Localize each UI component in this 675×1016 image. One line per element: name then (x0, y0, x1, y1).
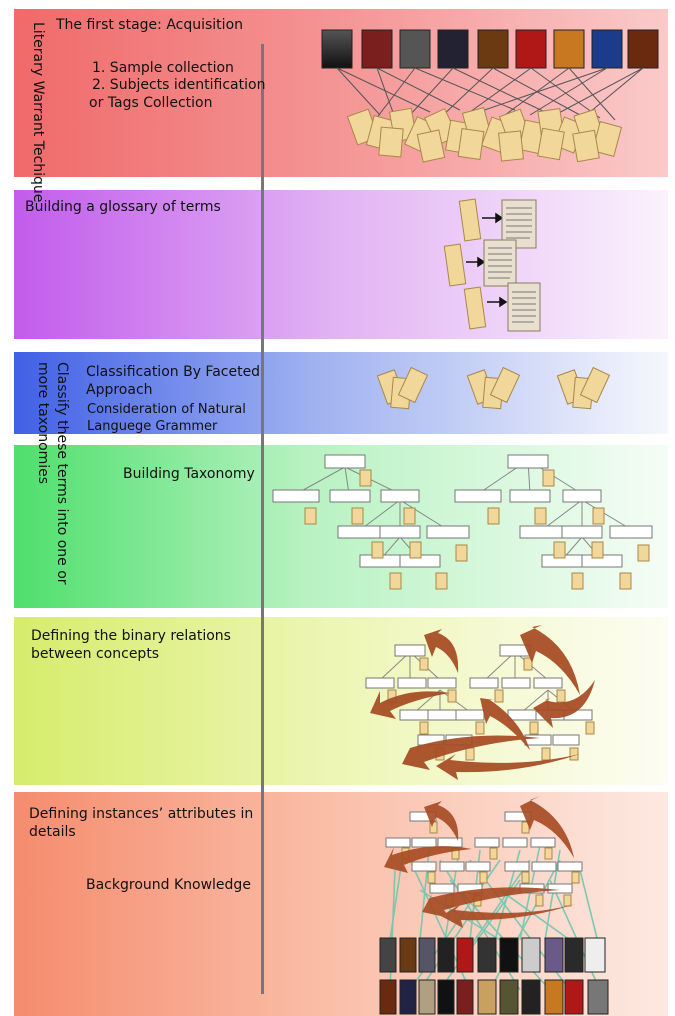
taxonomy-trees (272, 454, 653, 590)
classify-side-line1: Classify these terms into one or (54, 362, 70, 585)
stage3-note-line2: Languege Grammer (87, 419, 218, 434)
stage5-line2: between concepts (31, 646, 160, 662)
stage2-title: Building a glossary of terms (25, 199, 221, 215)
stage3-title-line1: Classification By Faceted (86, 364, 261, 380)
stage-band-glossary (14, 190, 668, 339)
timeline-line (261, 44, 264, 994)
movie-posters-bottom (379, 937, 609, 1015)
stage1-step3: or Tags Collection (89, 95, 213, 111)
stage6-line2: details (29, 824, 76, 840)
tag-cluster (346, 107, 623, 163)
attributes-graphic (379, 796, 609, 1015)
stage1-title: The first stage: Acquisition (56, 17, 244, 33)
stage1-step2: 2. Subjects identification (92, 77, 266, 93)
movie-posters-top (321, 29, 659, 69)
tag-bundles (376, 366, 611, 410)
stage6-line1: Defining instances’ attributes in (29, 806, 254, 822)
poster-tag-strings (336, 67, 644, 121)
classify-side-line2: more taxonomies (35, 362, 51, 485)
relations-graphic (365, 625, 595, 780)
stage1-step1: 1. Sample collection (92, 60, 234, 76)
stage3-title-line2: Approach (86, 382, 153, 398)
stage3-note-line1: Consideration of Natural (87, 402, 246, 417)
stage1-side-label: Literary Warrant Techique (30, 22, 46, 203)
stage4-title: Building Taxonomy (123, 466, 255, 482)
stage-band-classification (14, 352, 668, 434)
stage6-note: Background Knowledge (86, 877, 251, 893)
stage5-line1: Defining the binary relations (31, 628, 231, 644)
glossary-graphic (443, 198, 541, 332)
